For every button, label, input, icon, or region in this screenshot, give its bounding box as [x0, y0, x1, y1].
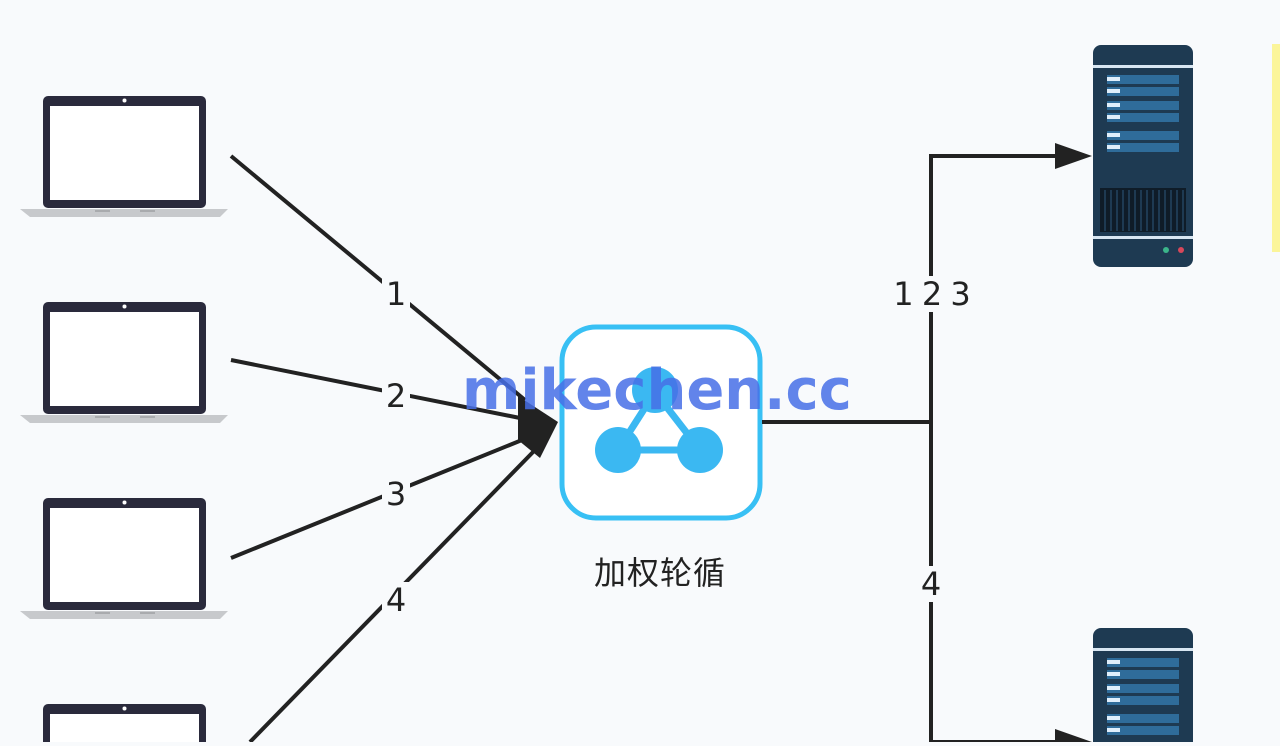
server-1 — [1092, 44, 1194, 268]
edge-label-client-2: 2 — [382, 378, 410, 414]
arrowhead-icon — [1055, 143, 1092, 169]
share-nodes-icon — [595, 367, 723, 473]
client-laptop-3 — [20, 498, 228, 619]
server-edges — [762, 154, 1062, 744]
edge-label-client-3: 3 — [382, 476, 410, 512]
load-balancer-label: 加权轮循 — [593, 554, 726, 592]
client-laptop-1 — [20, 96, 228, 217]
edge-label-server-1: 1 2 3 — [884, 276, 980, 312]
client-laptop-4 — [20, 704, 228, 746]
decorative-strip — [1272, 44, 1280, 252]
edge-label-client-1: 1 — [382, 276, 410, 312]
client-laptop-2 — [20, 302, 228, 423]
client-edges — [229, 154, 537, 744]
watermark: mikechen.cc — [462, 358, 852, 423]
arrowhead-icon — [1055, 729, 1092, 746]
edge-label-client-4: 4 — [382, 582, 410, 618]
server-2 — [1092, 627, 1194, 746]
edge-label-server-2: 4 — [915, 566, 947, 602]
load-balancer-node — [559, 324, 763, 521]
merged-arrowhead-icon — [518, 396, 558, 458]
